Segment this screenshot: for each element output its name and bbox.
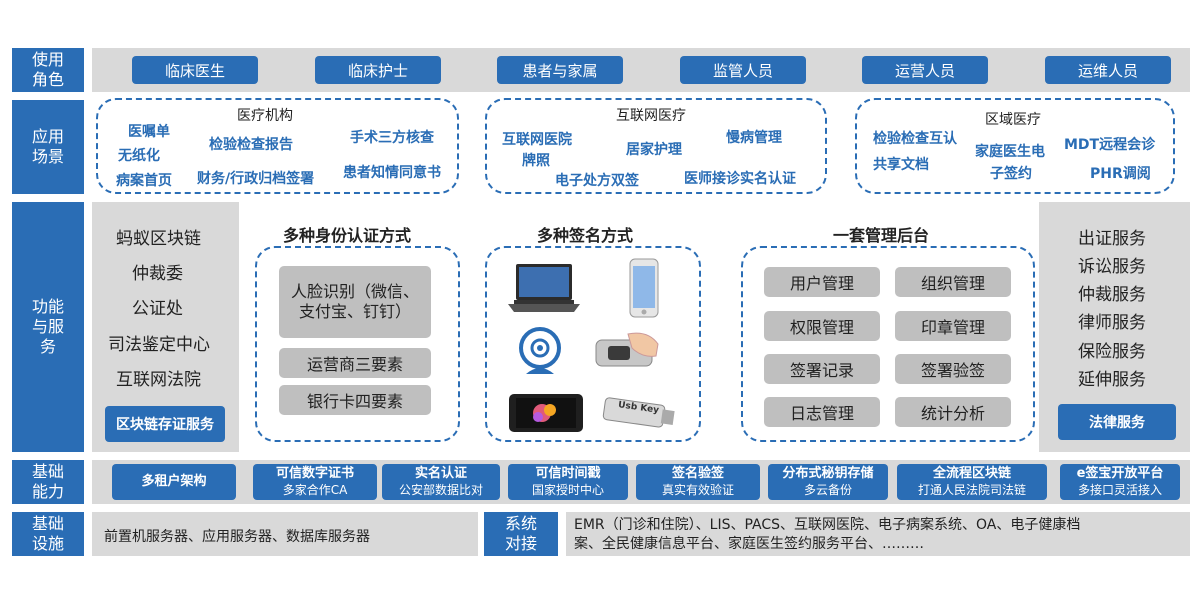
scene-item: 无纸化 xyxy=(118,148,160,164)
admin-sign-verify[interactable]: 签署验签 xyxy=(895,354,1011,384)
base-open-platform[interactable]: e签宝开放平台 多接口灵活接入 xyxy=(1060,464,1180,500)
scene-item: MDT远程会诊 xyxy=(1064,137,1156,153)
laptop-image xyxy=(504,260,584,320)
scene-item: 互联网医院 xyxy=(502,132,572,148)
base-digital-cert[interactable]: 可信数字证书 多家合作CA xyxy=(253,464,377,500)
row-label-functions: 功能与服务 xyxy=(12,202,84,452)
scene-item: 患者知情同意书 xyxy=(343,165,441,181)
scene-item: 共享文档 xyxy=(873,157,929,173)
phone-image xyxy=(624,258,664,320)
infra-servers-text: 前置机服务器、应用服务器、数据库服务器 xyxy=(104,529,370,545)
scene-item: 牌照 xyxy=(522,153,550,169)
scene-item: 电子处方双签 xyxy=(555,173,639,189)
webcam-image xyxy=(516,326,564,382)
scene-item: 子签约 xyxy=(990,166,1032,182)
right-service-item: 仲裁服务 xyxy=(1078,285,1146,305)
row-label-scenes: 应用场景 xyxy=(12,100,84,194)
scene-item: 检验检查报告 xyxy=(209,137,293,153)
infra-systems-line1: EMR（门诊和住院）、LIS、PACS、互联网医院、电子病案系统、OA、电子健康… xyxy=(574,517,1081,533)
blockchain-evidence-button[interactable]: 区块链存证服务 xyxy=(105,406,225,442)
right-service-item: 诉讼服务 xyxy=(1078,257,1146,277)
identity-face-recognition: 人脸识别（微信、支付宝、钉钉） xyxy=(279,266,431,338)
role-clinical-doctor[interactable]: 临床医生 xyxy=(132,56,258,84)
infra-systems-line2: 案、全民健康信息平台、家庭医生签约服务平台、……… xyxy=(574,536,924,552)
tablet-image xyxy=(508,392,584,434)
right-service-item: 延伸服务 xyxy=(1078,370,1146,390)
base-timestamp[interactable]: 可信时间戳 国家授时中心 xyxy=(508,464,628,500)
scene-item: 居家护理 xyxy=(626,142,682,158)
role-patient-family[interactable]: 患者与家属 xyxy=(497,56,623,84)
scene-medical-box xyxy=(96,98,459,194)
scene-region-title: 区域医疗 xyxy=(985,112,1041,128)
admin-log-management[interactable]: 日志管理 xyxy=(764,397,880,427)
scene-item: 慢病管理 xyxy=(726,130,782,146)
admin-title: 一套管理后台 xyxy=(833,226,930,245)
base-realname[interactable]: 实名认证 公安部数据比对 xyxy=(382,464,500,500)
base-multitenant[interactable]: 多租户架构 xyxy=(112,464,236,500)
right-service-item: 律师服务 xyxy=(1078,313,1146,333)
fingerprint-image xyxy=(594,326,662,372)
base-blockchain[interactable]: 全流程区块链 打通人民法院司法链 xyxy=(897,464,1047,500)
infra-servers-box xyxy=(92,512,478,556)
scene-item: 医嘱单 xyxy=(128,124,170,140)
identity-bank-four: 银行卡四要素 xyxy=(279,385,431,415)
left-service-item: 公证处 xyxy=(132,299,183,319)
left-service-item: 仲裁委 xyxy=(132,264,183,284)
infra-systems-box xyxy=(566,512,1190,556)
admin-sign-records[interactable]: 签署记录 xyxy=(764,354,880,384)
role-supervisor[interactable]: 监管人员 xyxy=(680,56,806,84)
legal-service-button[interactable]: 法律服务 xyxy=(1058,404,1176,440)
scene-item: 财务/行政归档签署 xyxy=(197,171,315,187)
role-operations[interactable]: 运营人员 xyxy=(862,56,988,84)
row-label-base: 基础能力 xyxy=(12,460,84,504)
infra-system-label: 系统对接 xyxy=(484,512,558,556)
scene-internet-box xyxy=(485,98,827,194)
scene-item: PHR调阅 xyxy=(1090,166,1151,182)
scene-item: 病案首页 xyxy=(116,173,172,189)
base-key-storage[interactable]: 分布式秘钥存储 多云备份 xyxy=(768,464,888,500)
role-maintenance[interactable]: 运维人员 xyxy=(1045,56,1171,84)
scene-item: 手术三方核查 xyxy=(350,130,434,146)
scene-item: 检验检查互认 xyxy=(873,131,957,147)
left-service-item: 蚂蚁区块链 xyxy=(116,229,201,249)
scene-medical-title: 医疗机构 xyxy=(237,108,293,124)
right-service-item: 出证服务 xyxy=(1078,229,1146,249)
admin-seal-management[interactable]: 印章管理 xyxy=(895,311,1011,341)
scene-internet-title: 互联网医疗 xyxy=(616,108,686,124)
admin-org-management[interactable]: 组织管理 xyxy=(895,267,1011,297)
identity-title: 多种身份认证方式 xyxy=(283,226,412,245)
identity-operator-three: 运营商三要素 xyxy=(279,348,431,378)
scene-item: 家庭医生电 xyxy=(975,144,1045,160)
right-service-item: 保险服务 xyxy=(1078,342,1146,362)
signature-title: 多种签名方式 xyxy=(537,226,634,245)
left-service-item: 互联网法院 xyxy=(116,370,201,390)
admin-user-management[interactable]: 用户管理 xyxy=(764,267,880,297)
scene-item: 医师接诊实名认证 xyxy=(684,171,796,187)
usbkey-image: Usb Key xyxy=(600,394,676,432)
admin-permission-management[interactable]: 权限管理 xyxy=(764,311,880,341)
left-service-item: 司法鉴定中心 xyxy=(108,335,210,355)
base-sign-verify[interactable]: 签名验签 真实有效验证 xyxy=(636,464,760,500)
roles-bar xyxy=(92,48,1190,92)
row-label-infra: 基础设施 xyxy=(12,512,84,556)
admin-statistics[interactable]: 统计分析 xyxy=(895,397,1011,427)
role-clinical-nurse[interactable]: 临床护士 xyxy=(315,56,441,84)
scene-region-box xyxy=(855,98,1175,194)
row-label-roles: 使用角色 xyxy=(12,48,84,92)
